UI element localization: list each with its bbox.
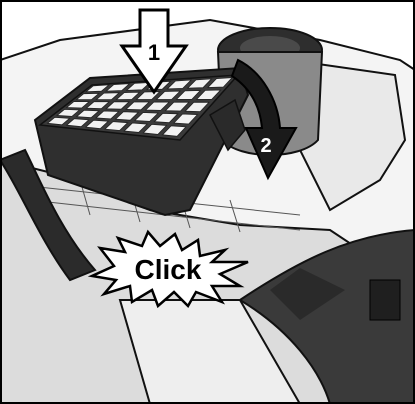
latch — [370, 280, 400, 320]
step-2-number: 2 — [260, 135, 271, 157]
click-label: Click — [135, 254, 202, 285]
step-1-number: 1 — [148, 40, 160, 65]
